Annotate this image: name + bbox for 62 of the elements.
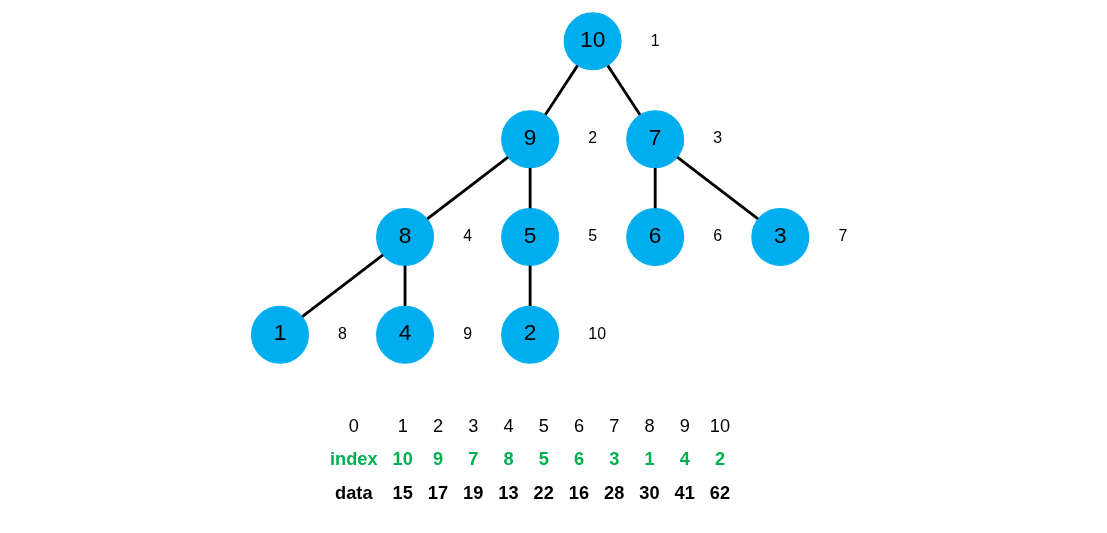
label: 5 <box>538 449 549 470</box>
label: 8 <box>643 416 655 437</box>
label: 2 <box>714 449 725 470</box>
node-circle: 7 <box>625 110 684 169</box>
connector <box>675 156 759 220</box>
label: 19 <box>462 483 483 504</box>
node-circle: 8 <box>375 207 434 266</box>
node-label: 6 <box>712 227 722 245</box>
connector <box>403 265 406 306</box>
node-label: 8 <box>337 324 347 342</box>
node-label: 1 <box>650 31 660 49</box>
label: 10 <box>392 449 413 470</box>
label: data <box>334 483 373 504</box>
label: 41 <box>674 483 695 504</box>
node-label: 9 <box>462 324 472 342</box>
label: 17 <box>427 483 448 504</box>
connector <box>300 253 384 318</box>
label: 6 <box>573 449 584 470</box>
label: 16 <box>568 483 589 504</box>
node-circle: 2 <box>500 305 559 364</box>
label: index <box>329 449 378 470</box>
label: 0 <box>348 416 359 437</box>
label: 3 <box>467 416 478 437</box>
connector <box>543 64 579 116</box>
node-label: 4 <box>462 227 472 245</box>
label: 7 <box>467 449 478 470</box>
node-circle: 9 <box>500 110 559 169</box>
label: 2 <box>432 416 443 437</box>
node-circle: 3 <box>750 207 809 266</box>
label: 8 <box>502 449 514 470</box>
connector <box>606 64 641 116</box>
label: 10 <box>709 416 730 437</box>
label: 5 <box>538 416 549 437</box>
label: 28 <box>603 483 624 504</box>
label: 9 <box>432 449 443 470</box>
label: 6 <box>573 416 584 437</box>
label: 30 <box>638 483 660 504</box>
label: 1 <box>643 449 655 470</box>
label: 7 <box>608 416 619 437</box>
connector <box>528 167 532 209</box>
node-circle: 1 <box>250 305 309 364</box>
label: 22 <box>533 483 554 504</box>
label: 13 <box>497 483 519 504</box>
label: 3 <box>608 449 619 470</box>
node-label: 5 <box>587 227 597 245</box>
node-label: 2 <box>587 129 597 147</box>
label: 9 <box>679 416 690 437</box>
node-circle: 6 <box>625 207 684 266</box>
node-circle: 4 <box>375 305 434 364</box>
connector <box>425 156 509 220</box>
connector <box>528 265 532 306</box>
node-circle: 5 <box>500 207 559 266</box>
label: 4 <box>502 416 514 437</box>
node-label: 7 <box>837 227 847 245</box>
node-label: 10 <box>587 324 606 342</box>
label: 1 <box>397 416 408 437</box>
label: 62 <box>709 483 730 504</box>
label: 15 <box>392 483 413 504</box>
connector <box>653 167 657 209</box>
label: 4 <box>679 449 690 470</box>
node-label: 3 <box>712 129 722 147</box>
node-circle: 10 <box>563 12 622 71</box>
